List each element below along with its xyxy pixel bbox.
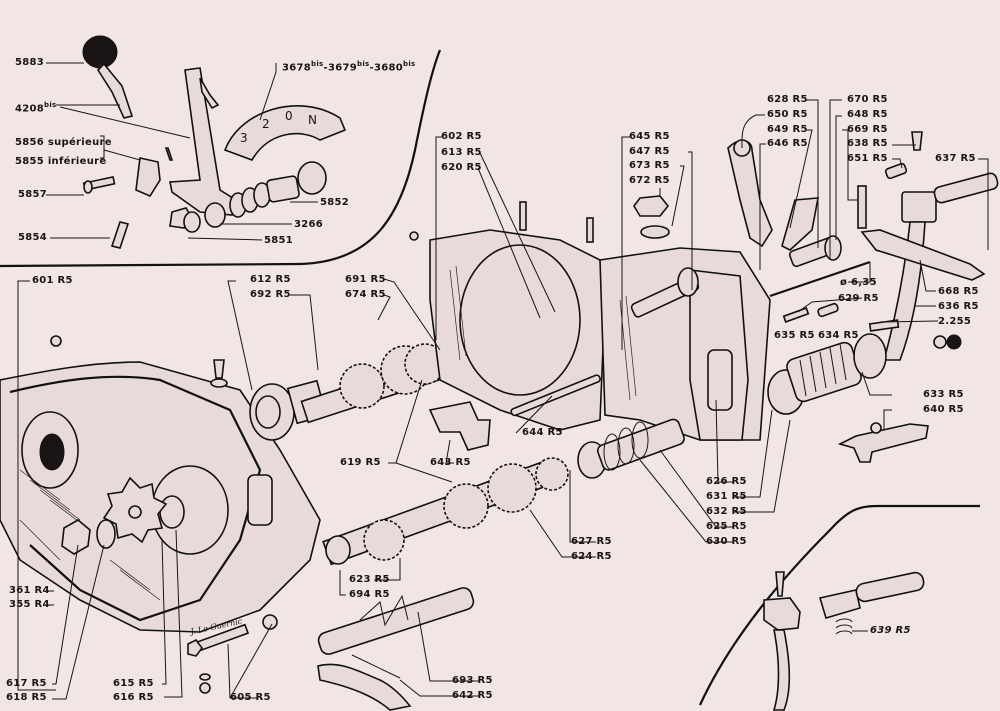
part-label-633: 633 R5	[923, 389, 964, 400]
part-label-619: 619 R5	[340, 457, 381, 468]
selector-segment-plate: 3 2 0 N	[223, 105, 347, 195]
part-label-5857: 5857	[18, 189, 48, 200]
segment-mark-0: 0	[285, 109, 293, 123]
part-label-629: 629 R5	[838, 293, 879, 304]
layshaft-gear-cluster	[322, 457, 569, 566]
part-label-361: 361 R4	[9, 585, 50, 596]
part-label-645: 645 R5	[629, 131, 670, 142]
part-label-643: 643 R5	[430, 457, 471, 468]
part-label-623: 623 R5	[349, 574, 390, 585]
part-label-691: 691 R5	[345, 274, 386, 285]
part-label-5854: 5854	[18, 232, 48, 243]
part-label-634: 634 R5	[818, 330, 859, 341]
selector-drum	[317, 587, 475, 655]
part-label-dia-6-35: ø 6,35	[840, 277, 877, 288]
part-label-4208bis: 4208bis	[15, 101, 57, 115]
inset-border-bottom-right	[699, 504, 980, 706]
kickstart-shaft	[630, 267, 700, 318]
leader-lines	[17, 62, 989, 700]
kickstart-ratchet-spring	[577, 418, 685, 479]
part-label-5856: 5856 supérieure	[15, 137, 112, 148]
part-label-632: 632 R5	[706, 506, 747, 517]
kickstart-lever	[857, 172, 999, 361]
selector-rod	[510, 374, 601, 417]
segment-mark-2: 2	[262, 117, 270, 131]
part-label-630: 630 R5	[706, 536, 747, 547]
outer-casing-cover	[0, 361, 321, 633]
part-label-669: 669 R5	[847, 124, 888, 135]
part-label-626: 626 R5	[706, 476, 747, 487]
inset-border-top-left	[0, 49, 442, 268]
part-label-646: 646 R5	[767, 138, 808, 149]
part-label-644: 644 R5	[522, 427, 563, 438]
part-label-640: 640 R5	[923, 404, 964, 415]
part-label-673: 673 R5	[629, 160, 670, 171]
part-label-2255: 2.255	[938, 316, 972, 327]
part-label-672: 672 R5	[629, 175, 670, 186]
inset-kickstart-pedal	[763, 571, 925, 711]
part-label-694: 694 R5	[349, 589, 390, 600]
part-label-636: 636 R5	[938, 301, 979, 312]
small-hardware	[50, 131, 923, 388]
clutch-spring-and-pushrod	[767, 307, 962, 415]
part-label-602: 602 R5	[441, 131, 482, 142]
part-label-635: 635 R5	[774, 330, 815, 341]
part-label-647: 647 R5	[629, 146, 670, 157]
selector-arm	[169, 67, 237, 216]
part-label-605: 605 R5	[230, 692, 271, 703]
gear-lever-knob	[82, 35, 134, 119]
segment-mark-n: N	[308, 113, 317, 127]
part-label-642: 642 R5	[452, 690, 493, 701]
part-label-5855: 5855 inférieure	[15, 156, 107, 167]
clevis-fork	[82, 147, 174, 249]
part-label-5852: 5852	[320, 197, 350, 208]
part-label-631: 631 R5	[706, 491, 747, 502]
part-label-601: 601 R5	[32, 275, 73, 286]
part-label-3678-3679-3680: 3678bis-3679bis-3680bis	[282, 60, 416, 74]
part-label-674: 674 R5	[345, 289, 386, 300]
gearbox-housing	[429, 201, 771, 441]
part-label-693: 693 R5	[452, 675, 493, 686]
part-label-637: 637 R5	[935, 153, 976, 164]
drive-chain	[317, 654, 412, 711]
part-label-620: 620 R5	[441, 162, 482, 173]
part-label-615: 615 R5	[113, 678, 154, 689]
part-label-617: 617 R5	[6, 678, 47, 689]
clutch-adjuster	[769, 197, 871, 298]
part-label-628: 628 R5	[767, 94, 808, 105]
part-label-5883: 5883	[15, 57, 45, 68]
part-label-612: 612 R5	[250, 274, 291, 285]
clutch-bracket	[837, 422, 929, 463]
part-label-670: 670 R5	[847, 94, 888, 105]
part-label-649: 649 R5	[767, 124, 808, 135]
part-label-648: 648 R5	[847, 109, 888, 120]
bolt-and-nut	[187, 614, 278, 694]
selector-fork	[428, 401, 491, 451]
part-label-5851: 5851	[264, 235, 294, 246]
part-label-668: 668 R5	[938, 286, 979, 297]
part-label-624: 624 R5	[571, 551, 612, 562]
clutch-operating-lever	[727, 139, 773, 248]
part-label-692: 692 R5	[250, 289, 291, 300]
part-label-3266: 3266	[294, 219, 324, 230]
part-label-638: 638 R5	[847, 138, 888, 149]
part-label-618: 618 R5	[6, 692, 47, 703]
part-label-627: 627 R5	[571, 536, 612, 547]
part-label-625: 625 R5	[706, 521, 747, 532]
drive-sprocket	[61, 476, 168, 555]
part-label-651: 651 R5	[847, 153, 888, 164]
part-label-639: 639 R5	[870, 625, 911, 636]
part-label-355: 355 R4	[9, 599, 50, 610]
part-label-616: 616 R5	[113, 692, 154, 703]
segment-mark-3: 3	[240, 131, 248, 145]
part-label-613: 613 R5	[441, 147, 482, 158]
part-label-650: 650 R5	[767, 109, 808, 120]
selector-spring-assembly	[169, 175, 300, 233]
